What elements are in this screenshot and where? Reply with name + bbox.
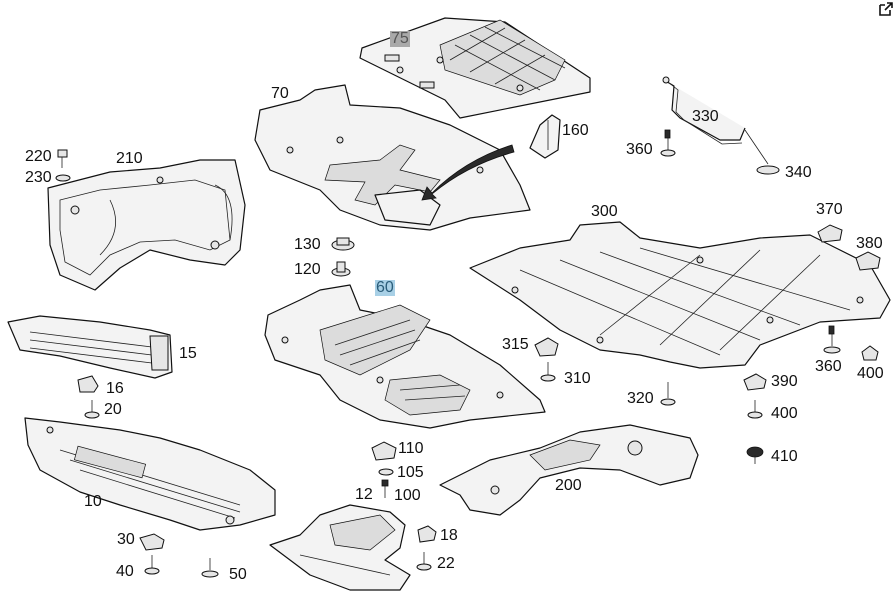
part-70-engine-undertray [254, 84, 531, 231]
part-360-screw [823, 325, 841, 354]
part-10-front-undertray [24, 417, 276, 531]
callout-320: 320 [627, 390, 654, 407]
part-370-clip [817, 224, 843, 243]
part-50-screw [201, 558, 219, 578]
callout-110: 110 [398, 440, 424, 457]
part-410-plug [746, 446, 764, 464]
part-160-bracket [529, 114, 561, 159]
callout-70: 70 [271, 85, 289, 102]
callout-310: 310 [564, 370, 591, 387]
part-18-clip [417, 525, 437, 543]
callout-210: 210 [116, 150, 143, 167]
part-315-clip [534, 337, 559, 357]
part-16-clip [77, 375, 99, 393]
callout-160: 160 [562, 122, 589, 139]
callout-50: 50 [229, 566, 247, 583]
part-130-mount [331, 237, 355, 251]
callout-130: 130 [294, 236, 321, 253]
callout-30: 30 [117, 531, 135, 548]
callout-22: 22 [437, 555, 455, 572]
callout-100: 100 [394, 487, 421, 504]
part-400-nut [861, 345, 879, 361]
part-30-clip [139, 533, 165, 551]
part-220-bolt [57, 149, 68, 168]
callout-10: 10 [84, 493, 102, 510]
part-310-screw [540, 362, 556, 382]
callout-400-right: 400 [857, 365, 884, 382]
callout-315: 315 [502, 336, 529, 353]
callout-230: 230 [25, 169, 52, 186]
callout-16: 16 [106, 380, 124, 397]
part-210-side-panel [47, 159, 246, 291]
callout-105: 105 [397, 464, 424, 481]
callout-400-lower: 400 [771, 405, 798, 422]
open-external-icon[interactable] [877, 2, 893, 18]
part-75-top-cover [359, 17, 591, 119]
callout-60: 60 [375, 279, 395, 296]
callout-390: 390 [771, 373, 798, 390]
callout-380: 380 [856, 235, 883, 252]
part-380-clip [855, 251, 881, 271]
part-300-rear-undertray [469, 221, 891, 369]
callout-20: 20 [104, 401, 122, 418]
part-330-strut [660, 76, 780, 175]
part-60-center-undertray [264, 284, 546, 429]
callout-18: 18 [440, 527, 458, 544]
callout-410: 410 [771, 448, 798, 465]
callout-200: 200 [555, 477, 582, 494]
part-400-screw [747, 400, 763, 419]
callout-330: 330 [692, 108, 719, 125]
part-22-screw [416, 552, 432, 571]
part-230-washer [55, 174, 71, 182]
part-390-clip [743, 373, 767, 391]
callout-340: 340 [785, 164, 812, 181]
callout-300: 300 [591, 203, 618, 220]
callout-40: 40 [116, 563, 134, 580]
part-40-screw [144, 555, 160, 575]
part-120-mount [331, 261, 351, 277]
callout-360-upper: 360 [626, 141, 653, 158]
callout-220: 220 [25, 148, 52, 165]
part-20-screw [84, 400, 100, 419]
part-12-lower-cover [269, 504, 411, 591]
callout-120: 120 [294, 261, 321, 278]
callout-360-lower: 360 [815, 358, 842, 375]
callout-12: 12 [355, 486, 373, 503]
callout-370: 370 [816, 201, 843, 218]
part-110-clip [371, 441, 397, 461]
callout-75: 75 [390, 30, 410, 47]
part-320-screw [660, 382, 676, 406]
part-105-washer [378, 468, 394, 476]
part-200-heat-shield [439, 424, 699, 516]
part-15-side-cover [7, 315, 173, 379]
callout-15: 15 [179, 345, 197, 362]
part-100-screw [381, 479, 389, 498]
